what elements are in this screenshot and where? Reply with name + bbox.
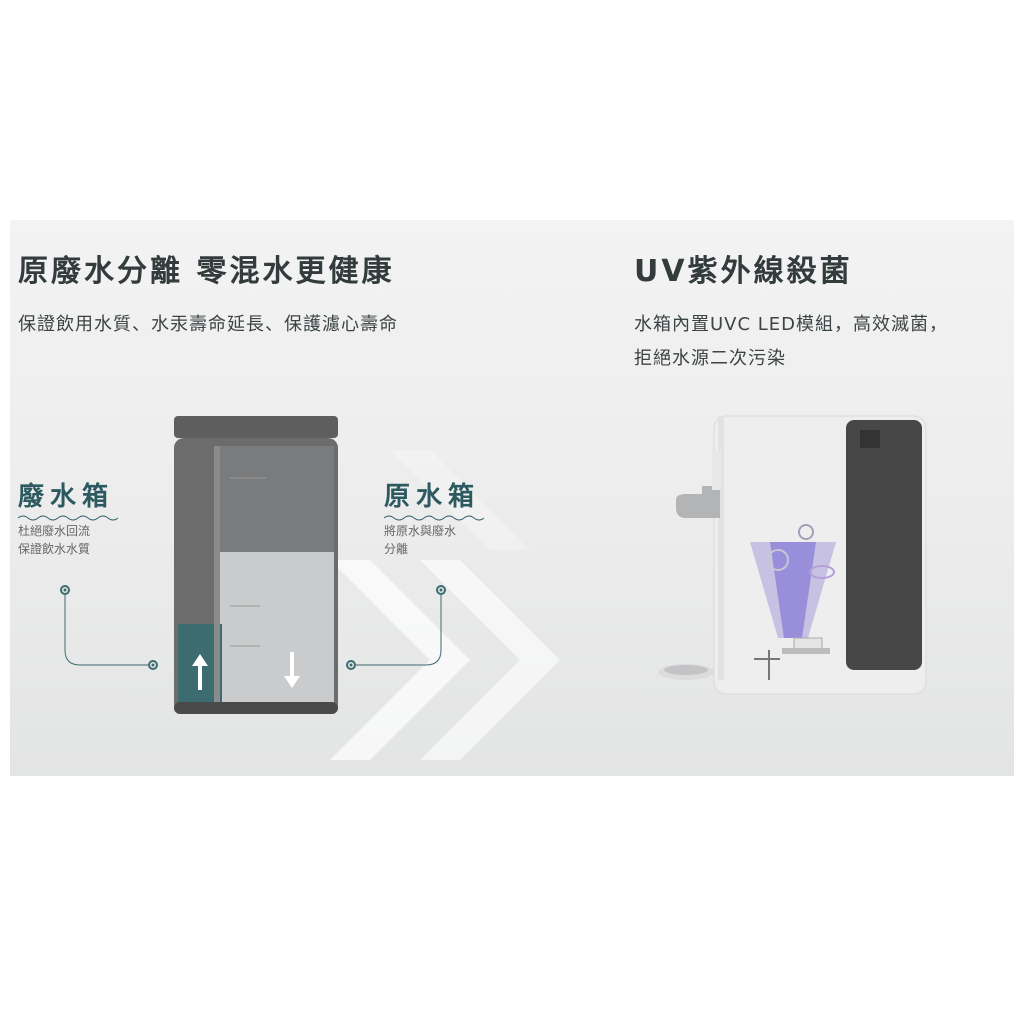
raw-tank-desc-line1: 將原水與廢水 [384,524,457,538]
uv-dispenser-illustration [658,415,927,695]
waste-tank-connector [60,585,158,670]
wavy-divider-icon [17,515,119,521]
raw-tank-heading: 原水箱 [384,482,481,512]
raw-tank-desc-line2: 分離 [384,542,409,556]
wavy-divider-icon [383,515,485,521]
left-subtitle: 保證飲用水質、水汞壽命延長、保護濾心壽命 [18,314,398,335]
water-tank-illustration [174,416,338,714]
right-subtitle-line2: 拒絕水源二次污染 [634,348,786,369]
waste-tank-heading: 廢水箱 [18,482,115,512]
raw-tank-connector [346,585,446,670]
product-banner: 原廢水分離 零混水更健康 保證飲用水質、水汞壽命延長、保護濾心壽命 廢水箱 杜絕… [10,220,1014,776]
raw-tank-desc: 將原水與廢水 分離 [384,522,494,558]
right-subtitle-line1: 水箱內置UVC LED模組，高效滅菌， [634,314,949,335]
right-title: UV紫外線殺菌 [634,254,853,289]
chevron-decoration-left [330,450,560,760]
left-title: 原廢水分離 零混水更健康 [18,254,395,289]
waste-tank-desc-line2: 保證飲水水質 [18,542,91,556]
waste-tank-desc-line1: 杜絕廢水回流 [18,524,91,538]
waste-tank-desc: 杜絕廢水回流 保證飲水水質 [18,522,128,558]
